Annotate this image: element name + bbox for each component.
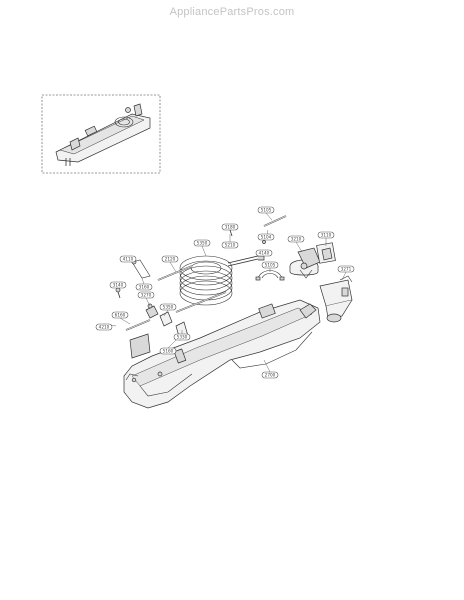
svg-text:3110: 3110 xyxy=(321,233,332,238)
callout-3210: 3210 xyxy=(287,235,305,243)
callout-6160: 6160 xyxy=(111,311,129,319)
svg-text:5160: 5160 xyxy=(163,349,174,354)
callout-3180: 3180 xyxy=(221,223,239,231)
svg-text:3210: 3210 xyxy=(291,237,302,242)
callout-5160: 5160 xyxy=(159,347,177,355)
callout-2120: 2120 xyxy=(161,255,179,263)
svg-text:3140: 3140 xyxy=(113,283,124,288)
callout-5210: 5210 xyxy=(221,241,239,249)
callout-4210: 4210 xyxy=(95,323,113,331)
callout-5350-coil: 5350 xyxy=(193,239,211,247)
svg-text:5330: 5330 xyxy=(177,335,188,340)
callout-2700: 2700 xyxy=(261,371,279,379)
callout-5105-top: 5105 xyxy=(257,206,275,214)
callout-leaders xyxy=(103,212,347,373)
svg-text:5350: 5350 xyxy=(163,305,174,310)
svg-text:3180: 3180 xyxy=(225,225,236,230)
svg-text:5210: 5210 xyxy=(225,243,236,248)
callout-5104: 5104 xyxy=(257,233,275,241)
callout-3270: 3270 xyxy=(137,291,155,299)
inset-overview xyxy=(41,94,161,174)
svg-text:5105: 5105 xyxy=(261,208,272,213)
svg-text:3160: 3160 xyxy=(139,285,150,290)
callout-3160: 3160 xyxy=(135,283,153,291)
svg-text:3271: 3271 xyxy=(341,267,352,272)
callout-3140: 3140 xyxy=(109,281,127,289)
callout-5105-clamp: 5105 xyxy=(261,261,279,269)
svg-text:3270: 3270 xyxy=(141,293,152,298)
pump-motor-assembly xyxy=(289,242,336,279)
site-watermark: AppliancePartsPros.com xyxy=(169,6,295,18)
svg-text:4110: 4110 xyxy=(123,257,134,262)
svg-text:6160: 6160 xyxy=(115,313,126,318)
water-hose-coil xyxy=(179,255,265,306)
svg-text:4210: 4210 xyxy=(99,325,110,330)
svg-text:2120: 2120 xyxy=(165,257,176,262)
svg-text:5104: 5104 xyxy=(261,235,272,240)
callout-4110: 4110 xyxy=(119,255,137,263)
callout-5350-lower: 5350 xyxy=(159,303,177,311)
svg-text:5105: 5105 xyxy=(265,263,276,268)
svg-text:2700: 2700 xyxy=(265,373,276,378)
water-valve-assembly xyxy=(319,275,353,323)
callout-3271: 3271 xyxy=(337,265,355,273)
callout-3110: 3110 xyxy=(317,231,335,239)
support-rods xyxy=(125,215,287,331)
svg-text:4140: 4140 xyxy=(259,251,270,256)
callout-5330: 5330 xyxy=(173,333,191,341)
callout-4140: 4140 xyxy=(255,249,273,257)
main-housing-body xyxy=(123,299,321,409)
svg-text:5350: 5350 xyxy=(197,241,208,246)
